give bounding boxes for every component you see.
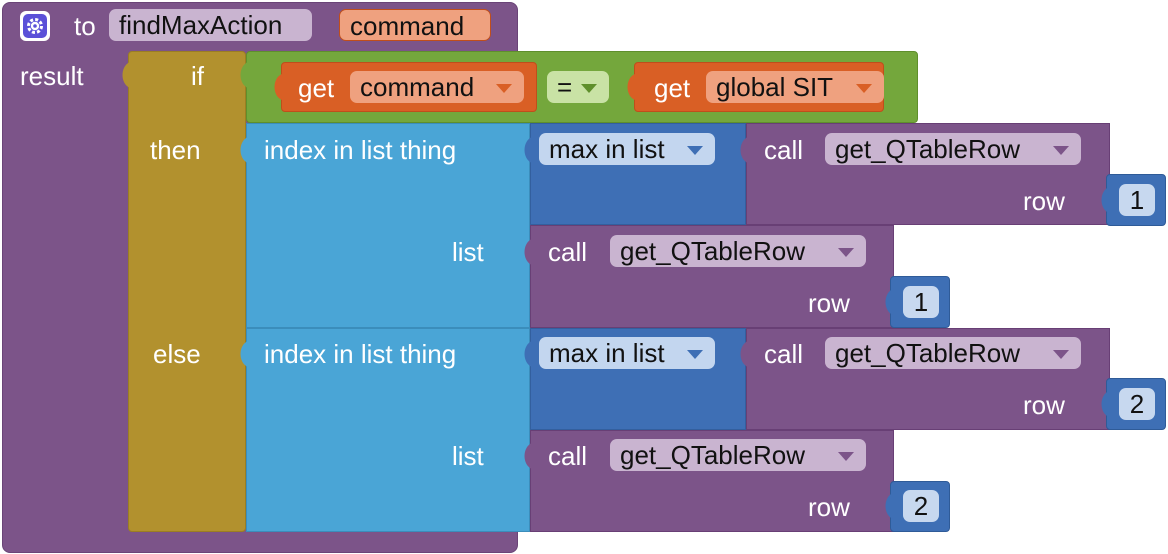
procedure-get-qtablerow-dropdown[interactable]: get_QTableRow — [825, 337, 1081, 369]
call-keyword: call — [548, 441, 588, 471]
connector-tab — [736, 341, 748, 367]
connector-tab — [236, 137, 248, 163]
row-label: row — [1023, 186, 1065, 216]
row-label: row — [1023, 390, 1065, 420]
result-label: result — [20, 61, 84, 91]
procedure-get-qtablerow-dropdown[interactable]: get_QTableRow — [610, 235, 866, 267]
get-keyword: get — [654, 73, 691, 103]
procedure-get-qtablerow-dropdown[interactable]: get_QTableRow — [610, 439, 866, 471]
connector-tab — [118, 62, 130, 88]
then-keyword: then — [150, 135, 201, 165]
connector-tab — [236, 341, 248, 367]
connector-tab — [520, 443, 532, 469]
call-keyword: call — [764, 135, 804, 165]
connector-tab — [236, 62, 248, 88]
gear-icon[interactable] — [20, 11, 50, 41]
variable-global-sit-dropdown[interactable]: global SIT — [706, 71, 884, 103]
index-in-list-thing-label: index in list thing — [264, 135, 457, 165]
get-keyword: get — [298, 73, 335, 103]
else-keyword: else — [153, 339, 201, 369]
connector-tab — [1097, 391, 1109, 417]
procedure-param-command[interactable]: command — [339, 9, 491, 41]
connector-tab — [881, 493, 893, 519]
max-in-list-dropdown[interactable]: max in list — [539, 133, 715, 165]
max-in-list-dropdown[interactable]: max in list — [539, 337, 715, 369]
number-field[interactable]: 2 — [1119, 388, 1155, 420]
connector-tab — [520, 137, 532, 163]
connector-tab — [270, 74, 282, 100]
connector-tab — [520, 341, 532, 367]
if-then-else-block[interactable] — [128, 51, 246, 532]
call-keyword: call — [764, 339, 804, 369]
list-label: list — [452, 441, 484, 471]
connector-tab — [520, 239, 532, 265]
number-field[interactable]: 1 — [903, 286, 939, 318]
procedure-name-field[interactable]: findMaxAction — [109, 9, 312, 41]
connector-tab — [1097, 187, 1109, 213]
to-keyword: to — [74, 11, 96, 41]
connector-tab — [736, 137, 748, 163]
row-label: row — [808, 492, 850, 522]
call-keyword: call — [548, 237, 588, 267]
variable-command-dropdown[interactable]: command — [350, 71, 524, 103]
row-label: row — [808, 288, 850, 318]
if-keyword: if — [191, 61, 204, 91]
index-in-list-block-then[interactable] — [246, 123, 530, 328]
number-field[interactable]: 1 — [1119, 184, 1155, 216]
connector-tab — [623, 74, 635, 100]
index-in-list-thing-label: index in list thing — [264, 339, 457, 369]
connector-tab — [881, 289, 893, 315]
list-label: list — [452, 237, 484, 267]
number-field[interactable]: 2 — [903, 490, 939, 522]
equals-operator-dropdown[interactable]: = — [547, 71, 609, 103]
procedure-get-qtablerow-dropdown[interactable]: get_QTableRow — [825, 133, 1081, 165]
index-in-list-block-else[interactable] — [246, 328, 530, 532]
